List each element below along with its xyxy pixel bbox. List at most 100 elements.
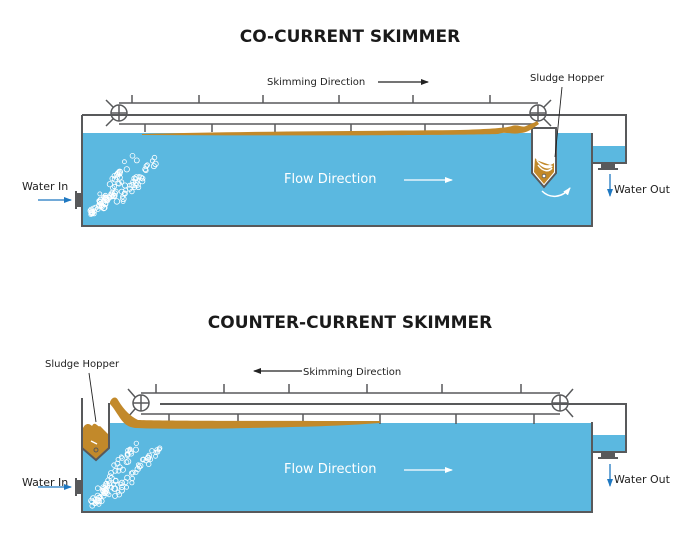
air-bubbles bbox=[88, 440, 163, 509]
bubble bbox=[120, 195, 127, 203]
bubble bbox=[118, 454, 124, 460]
bubble bbox=[128, 470, 134, 476]
tank-water bbox=[82, 133, 592, 226]
inlet-pipe bbox=[77, 193, 82, 207]
water-in-label: Water In bbox=[22, 180, 68, 193]
hopper-sludge bbox=[534, 158, 554, 184]
bubble bbox=[91, 208, 98, 214]
bubble bbox=[101, 492, 107, 499]
inlet-pipe bbox=[77, 480, 82, 494]
bubble bbox=[97, 198, 103, 205]
bubble bbox=[136, 174, 142, 180]
bubble bbox=[117, 174, 123, 181]
bubble bbox=[153, 453, 158, 459]
bubble bbox=[125, 451, 131, 457]
bubble bbox=[132, 176, 139, 182]
bubble bbox=[129, 475, 135, 482]
hopper-leader-line bbox=[88, 372, 97, 423]
bubble bbox=[123, 459, 130, 466]
skimmer-chain bbox=[105, 95, 552, 132]
bubble bbox=[127, 448, 134, 455]
bubble bbox=[112, 478, 119, 485]
bubble bbox=[97, 493, 103, 499]
skimming-direction-label: Skimming Direction bbox=[303, 367, 401, 378]
bubble bbox=[106, 181, 114, 188]
bubble bbox=[97, 191, 103, 197]
bubble bbox=[99, 204, 105, 210]
flow-direction-label: Flow Direction bbox=[284, 462, 377, 477]
bubble bbox=[145, 454, 152, 461]
bubble bbox=[115, 170, 121, 176]
counter-current-diagram: Sludge Hopper Skimming Direction Flow Di… bbox=[22, 359, 671, 513]
water-out-label: Water Out bbox=[614, 473, 671, 486]
hopper-flow-arrow bbox=[541, 187, 571, 197]
outlet-water bbox=[592, 146, 626, 163]
bubble bbox=[154, 447, 160, 453]
bubble bbox=[117, 481, 123, 487]
tank-outline bbox=[81, 398, 627, 513]
air-bubbles bbox=[87, 153, 159, 217]
bubble bbox=[118, 487, 125, 494]
bubble bbox=[111, 462, 117, 468]
bubble bbox=[149, 448, 155, 454]
bubble bbox=[142, 166, 149, 173]
bubble bbox=[127, 182, 133, 188]
outlet-pipe bbox=[601, 164, 615, 169]
bubble bbox=[112, 467, 119, 474]
bubble bbox=[124, 484, 129, 490]
bubble bbox=[150, 163, 157, 170]
bubble bbox=[132, 184, 138, 190]
bubble bbox=[111, 183, 118, 190]
bubble bbox=[129, 153, 136, 159]
bubble bbox=[105, 196, 111, 202]
bubble bbox=[91, 211, 97, 217]
counter-current-title: COUNTER-CURRENT SKIMMER bbox=[207, 313, 493, 333]
bubble bbox=[88, 209, 95, 216]
bubble bbox=[101, 489, 107, 495]
bubble bbox=[97, 201, 104, 207]
bubble bbox=[123, 187, 129, 193]
bubble bbox=[146, 452, 153, 459]
tank-water bbox=[82, 423, 592, 512]
skimming-direction-label: Skimming Direction bbox=[267, 77, 365, 88]
bubble bbox=[139, 178, 146, 185]
bubble bbox=[133, 440, 139, 446]
outlet-water bbox=[592, 435, 626, 452]
bubble bbox=[114, 460, 121, 467]
bubble bbox=[96, 498, 103, 505]
bubble bbox=[116, 492, 122, 498]
bubble bbox=[123, 166, 130, 173]
sludge-layer bbox=[142, 121, 539, 136]
bubble bbox=[122, 159, 127, 165]
bubble bbox=[90, 205, 96, 211]
bubble bbox=[133, 157, 140, 164]
bubble bbox=[115, 489, 121, 495]
bubble bbox=[116, 168, 123, 175]
bubble bbox=[113, 198, 121, 205]
tank-outline bbox=[81, 114, 627, 227]
bubble bbox=[140, 457, 146, 463]
bubble bbox=[124, 458, 132, 465]
bubble bbox=[140, 456, 146, 462]
bubble bbox=[103, 480, 110, 487]
bubble bbox=[122, 479, 129, 486]
bubble bbox=[98, 498, 105, 505]
co-current-diagram: Skimming Direction Sludge Hopper Flow Di… bbox=[22, 73, 671, 227]
bubble bbox=[144, 162, 150, 168]
skimmer-chain bbox=[127, 384, 574, 424]
bubble bbox=[89, 502, 96, 509]
bubble bbox=[155, 449, 161, 455]
bubble bbox=[111, 485, 119, 492]
bubble bbox=[134, 465, 141, 473]
water-out-label: Water Out bbox=[614, 183, 671, 196]
bubble bbox=[125, 447, 131, 454]
co-current-title: CO-CURRENT SKIMMER bbox=[239, 27, 461, 47]
bubble bbox=[103, 197, 110, 204]
bubble bbox=[145, 461, 152, 467]
sludge-hopper-label: Sludge Hopper bbox=[45, 359, 120, 370]
bubble bbox=[98, 203, 104, 209]
flow-direction-label: Flow Direction bbox=[284, 172, 377, 187]
bubble bbox=[130, 469, 136, 476]
bubble bbox=[157, 445, 163, 451]
